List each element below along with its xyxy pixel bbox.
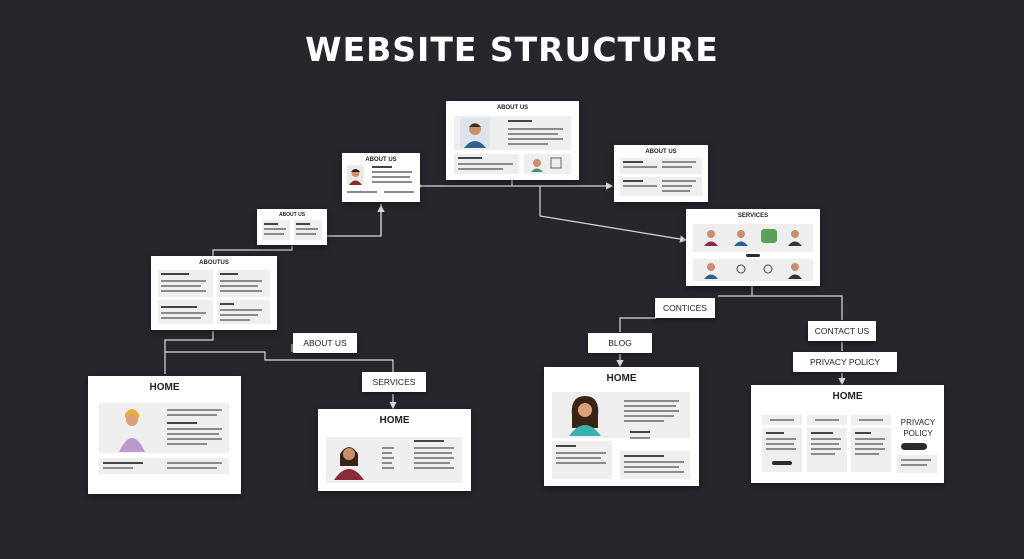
label-contices[interactable]: CONTICES — [655, 298, 715, 318]
services-card: SERVICES — [686, 209, 820, 286]
connector — [619, 317, 656, 332]
hero-panel — [454, 116, 571, 150]
card-title: SERVICES — [737, 213, 769, 219]
about-us-mid-card: ABOUT US — [342, 153, 420, 202]
card-title: HOME — [606, 373, 637, 384]
about-us-right-card: ABOUT US — [614, 145, 708, 202]
person-avatar — [564, 394, 606, 436]
label-services[interactable]: SERVICES — [362, 372, 426, 392]
about-us-small-card: ABOUT US — [257, 209, 327, 245]
aboutus-left-card: ABOUTUS — [151, 256, 277, 330]
text-panel — [454, 154, 519, 174]
label-about-us[interactable]: ABOUT US — [293, 333, 357, 353]
label-blog[interactable]: BLOG — [588, 333, 652, 353]
home-center-card: HOME — [318, 409, 471, 491]
connector — [165, 351, 394, 372]
card-title: HOME — [149, 382, 180, 393]
home-blog-card: HOME — [544, 367, 699, 486]
about-us-top-card: ABOUT US — [446, 101, 579, 180]
card-title: HOME — [832, 391, 863, 402]
diagram-title: WEBSITE STRUCTURE — [305, 30, 719, 69]
label-contact-us[interactable]: CONTACT US — [808, 321, 876, 341]
connector — [718, 286, 753, 297]
person-avatar — [460, 118, 490, 148]
connector — [164, 331, 214, 374]
privacy-policy-heading: PRIVACY POLICY — [900, 418, 936, 438]
card-title: HOME — [379, 415, 410, 426]
person-avatar — [330, 440, 368, 480]
label-privacy-policy[interactable]: PRIVACY POLICY — [793, 352, 897, 372]
connector — [539, 186, 688, 243]
icons-panel — [524, 154, 571, 174]
card-title: ABOUT US — [496, 105, 529, 111]
home-right-card: HOME PRIVACY POLICY — [751, 385, 944, 483]
services-row — [693, 224, 813, 252]
card-title: ABOUT US — [365, 157, 397, 163]
card-title: ABOUTUS — [199, 260, 229, 266]
person-avatar — [347, 165, 364, 185]
services-row — [693, 259, 813, 281]
connector — [212, 246, 293, 256]
person-avatar — [117, 406, 147, 452]
home-left-card: HOME — [88, 376, 241, 494]
connector — [752, 295, 843, 320]
card-title: ABOUT US — [278, 212, 306, 218]
privacy-button[interactable] — [901, 443, 927, 450]
card-title: ABOUT US — [645, 149, 677, 155]
